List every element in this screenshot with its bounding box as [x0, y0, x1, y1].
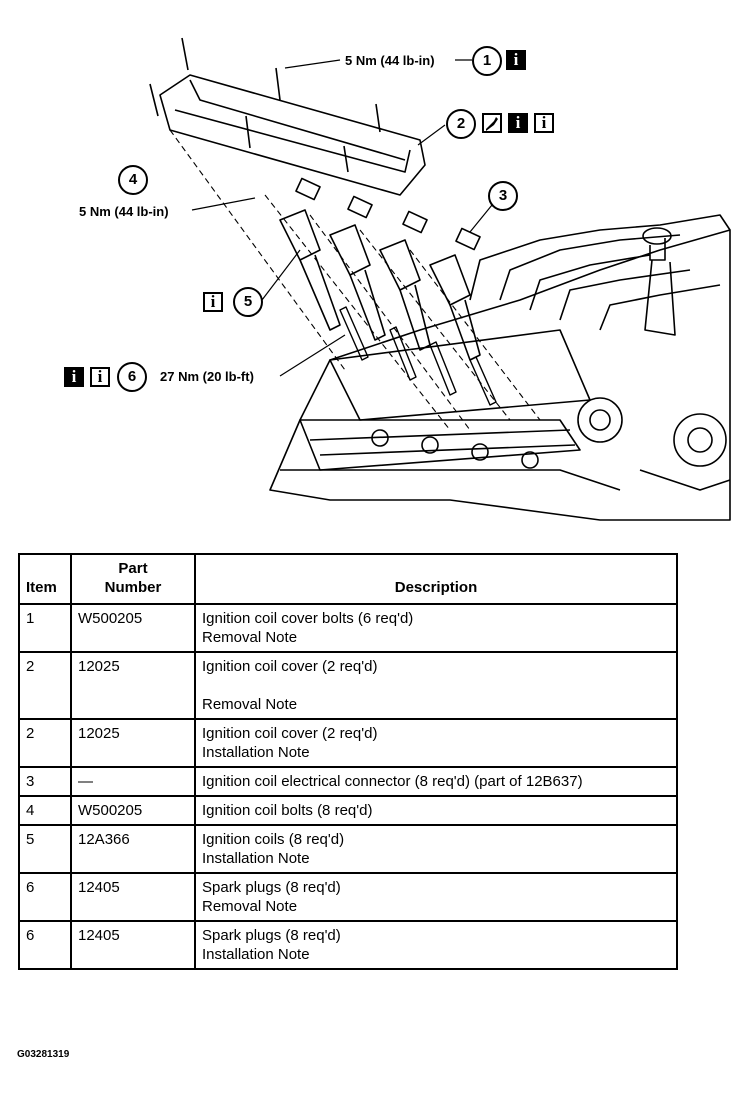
part-cell: 12405	[70, 920, 196, 970]
plug-well-deck	[329, 329, 591, 421]
description-cell: Ignition coil cover bolts (6 req'd) Remo…	[194, 603, 678, 653]
info-solid-icon: i	[508, 113, 528, 133]
info-outline-icon: i	[203, 292, 223, 312]
description-cell: Spark plugs (8 req'd) Installation Note	[194, 920, 678, 970]
item-cell: 1	[18, 603, 72, 653]
installation-note-link[interactable]: Installation Note	[202, 946, 310, 963]
callout-2: 2	[446, 109, 476, 139]
spark-plugs	[339, 306, 497, 406]
description-text: Ignition coil cover (2 req'd)	[202, 658, 378, 675]
intake-manifold-outline	[469, 214, 731, 301]
table-row: 2 12025 Ignition coil cover (2 req'd) In…	[18, 718, 678, 768]
item-cell: 4	[18, 795, 72, 826]
table-row: 6 12405 Spark plugs (8 req'd) Removal No…	[18, 872, 678, 922]
cylinder-head-rail	[299, 419, 581, 471]
figure-id: G03281319	[17, 1049, 70, 1060]
table-row: 5 12A366 Ignition coils (8 req'd) Instal…	[18, 824, 678, 874]
row-spacer	[202, 676, 670, 695]
removal-note-link[interactable]: Removal Note	[202, 696, 298, 713]
item-cell: 6	[18, 872, 72, 922]
exploded-view-diagram: 5 Nm (44 lb-in) 1 i 2 i i 3 4 5 Nm (44 l…	[0, 0, 750, 530]
part-cell: —	[70, 766, 196, 797]
part-cell: W500205	[70, 603, 196, 653]
item-cell: 3	[18, 766, 72, 797]
part-header-line1: Part	[118, 560, 148, 577]
callout-1: 1	[472, 46, 502, 76]
info-solid-icon: i	[506, 50, 526, 70]
table-row: 1 W500205 Ignition coil cover bolts (6 r…	[18, 603, 678, 653]
part-cell: 12405	[70, 872, 196, 922]
torque-label-4: 5 Nm (44 lb-in)	[79, 204, 169, 219]
callout-5: 5	[233, 287, 263, 317]
part-cell: 12A366	[70, 824, 196, 874]
description-text: Ignition coil bolts (8 req'd)	[202, 802, 373, 819]
item-cell: 2	[18, 651, 72, 720]
description-text: Spark plugs (8 req'd)	[202, 927, 341, 944]
description-cell: Ignition coil cover (2 req'd) Removal No…	[194, 651, 678, 720]
ignition-coil-cover	[159, 74, 426, 196]
description-text: Ignition coil cover (2 req'd)	[202, 725, 378, 742]
item-cell: 6	[18, 920, 72, 970]
description-text: Ignition coil electrical connector (8 re…	[202, 773, 583, 790]
item-cell: 2	[18, 718, 72, 768]
callout-4: 4	[118, 165, 148, 195]
parts-table: Item Part Number Description 1 W500205 I…	[18, 553, 678, 970]
description-cell: Spark plugs (8 req'd) Removal Note	[194, 872, 678, 922]
oil-filler-neck	[649, 238, 666, 261]
ignition-coils	[279, 209, 481, 361]
table-row: 2 12025 Ignition coil cover (2 req'd) Re…	[18, 651, 678, 720]
wrench-glyph-icon	[486, 117, 498, 131]
description-cell: Ignition coil electrical connector (8 re…	[194, 766, 678, 797]
installation-note-link[interactable]: Installation Note	[202, 850, 310, 867]
part-cell: 12025	[70, 718, 196, 768]
torque-label-6: 27 Nm (20 lb-ft)	[160, 369, 254, 384]
wrench-icon	[482, 113, 502, 133]
removal-note-link[interactable]: Removal Note	[202, 629, 298, 646]
callout-6: 6	[117, 362, 147, 392]
torque-label-1: 5 Nm (44 lb-in)	[345, 53, 435, 68]
callout-3: 3	[488, 181, 518, 211]
description-cell: Ignition coil bolts (8 req'd)	[194, 795, 678, 826]
part-number-header: Part Number	[70, 553, 196, 605]
description-text: Ignition coils (8 req'd)	[202, 831, 345, 848]
description-cell: Ignition coil cover (2 req'd) Installati…	[194, 718, 678, 768]
description-header: Description	[194, 553, 678, 605]
table-row: 4 W500205 Ignition coil bolts (8 req'd)	[18, 795, 678, 826]
description-text: Spark plugs (8 req'd)	[202, 879, 341, 896]
info-outline-icon: i	[90, 367, 110, 387]
part-cell: W500205	[70, 795, 196, 826]
part-cell: 12025	[70, 651, 196, 720]
info-outline-icon: i	[534, 113, 554, 133]
item-cell: 5	[18, 824, 72, 874]
table-header-row: Item Part Number Description	[18, 553, 678, 605]
engine-illustration	[149, 37, 731, 521]
item-header: Item	[18, 553, 72, 605]
description-cell: Ignition coils (8 req'd) Installation No…	[194, 824, 678, 874]
table-row: 6 12405 Spark plugs (8 req'd) Installati…	[18, 920, 678, 970]
part-header-line2: Number	[104, 579, 162, 596]
description-text: Ignition coil cover bolts (6 req'd)	[202, 610, 414, 627]
info-solid-icon: i	[64, 367, 84, 387]
removal-note-link[interactable]: Removal Note	[202, 898, 298, 915]
installation-note-link[interactable]: Installation Note	[202, 744, 310, 761]
table-row: 3 — Ignition coil electrical connector (…	[18, 766, 678, 797]
